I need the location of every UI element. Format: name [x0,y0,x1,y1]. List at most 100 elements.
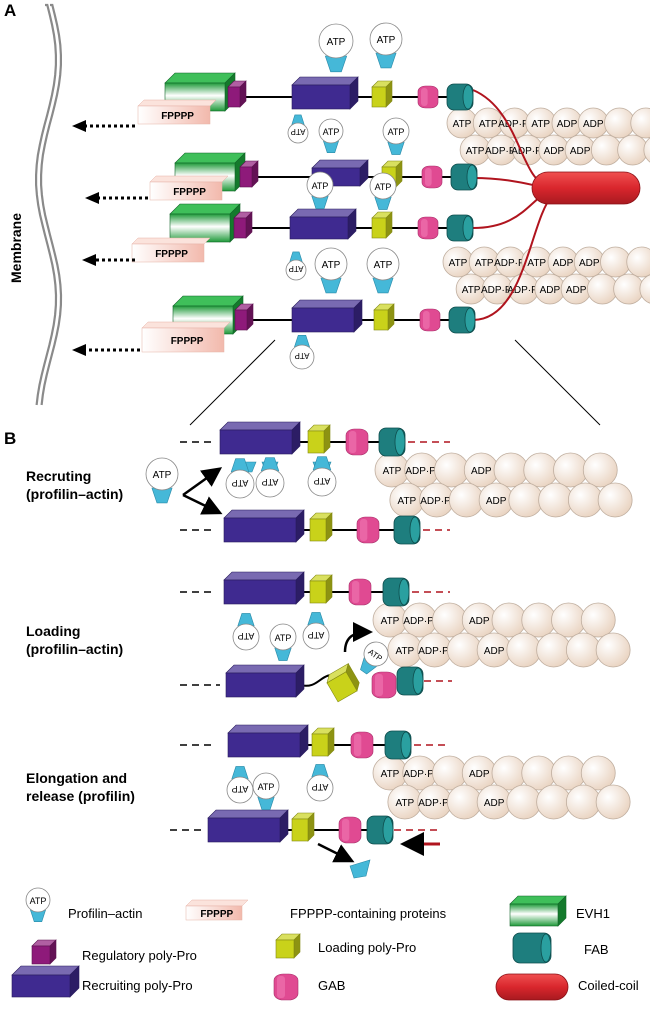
filament-a1-top-3: ATP [525,107,557,139]
pa-atp-4: ATP [318,118,344,154]
pb2-atp-loading: ATP [360,641,389,675]
pa-atp-3: ATP [287,114,309,144]
row-a3-gab [417,216,439,240]
actin-subunit-label: ADP [486,496,507,507]
b2-bottom-fab [396,666,424,696]
atp-label: ATP [312,181,329,191]
stage-recruiting-line1: Recruting [26,468,91,484]
row-a3-dotted-arrow [82,254,135,266]
legend-loading-icon [275,933,301,959]
b2-bottom-recruiting-polypro [225,664,305,698]
atp-label: ATP [322,260,341,271]
actin-subunit-label: ADP [540,285,561,296]
filament-a1-bottom-4: ADP [564,134,596,166]
zoom-line-left [189,339,276,426]
filament-a2-bottom-6 [613,273,645,305]
filament-b2-bottom-5 [536,632,572,668]
b2-top-recruiting-polypro [223,571,305,605]
b2-bottom-loading-box [326,662,360,703]
filament-a1-bottom-3: ADP [538,134,570,166]
actin-subunit-label: ADP [570,146,591,157]
row-a4-recruiting-polypro [291,299,363,333]
b3-bottom-fab [366,815,394,845]
b3-released-profilin [349,859,371,879]
atp-label: ATP [258,782,275,792]
legend-profilin-actin-icon: ATP [25,887,51,923]
b2-top-fab [382,577,410,607]
filament-a1-top-7 [630,107,650,139]
atp-label: ATP [375,182,392,192]
row-a2-fpppp: FPPPP [149,175,229,201]
filament-b3-top-1: ADP·Pi [402,755,438,791]
row-a2-regulatory-polypro [239,160,259,188]
b3-top-fab [384,730,412,760]
fpppp-label: FPPPP [155,249,188,260]
atp-label: ATP [232,478,249,488]
legend-fab-icon [512,932,552,964]
atp-label: ATP [289,264,304,273]
b1-top-loading-polypro [307,424,331,454]
b1-top-gab [345,428,369,456]
actin-subunit-label: ADP [544,146,565,157]
b3-top-gab [350,731,374,759]
pa-atp-9: ATP [314,247,348,294]
legend-label-fab: FAB [584,942,609,957]
b1-arrow-up [182,467,223,497]
atp-label: ATP [275,633,292,643]
filament-b1-top-4 [493,452,529,488]
atp-label: ATP [30,896,47,906]
filament-b2-top-6 [551,602,586,638]
row-a4-loading-polypro [373,303,395,331]
row-a1-fpppp: FPPPP [137,99,217,125]
fpppp-label: FPPPP [171,336,204,347]
pb1-atp-3: ATP [307,456,337,497]
filament-b2-top-0: ATP [372,602,408,638]
filament-b3-top-3: ADP [461,755,497,791]
filament-a1-bottom-7 [643,137,650,163]
atp-label: ATP [374,260,393,271]
actin-subunit-label: ADP [583,119,604,130]
b3-bottom-recruiting-polypro [207,809,289,843]
actin-subunit-label: ADP·Pi [498,119,531,130]
pa-atp-8: ATP [285,251,307,281]
filament-a1-top-0: ATP [446,107,478,139]
actin-subunit-label: ATP [466,146,485,157]
actin-subunit-label: ADP·Pi [481,285,514,296]
actin-subunit-label: ATP [531,119,550,130]
atp-label: ATP [232,784,249,794]
row-a4-fpppp: FPPPP [141,321,231,353]
legend-label-evh1: EVH1 [576,906,610,921]
filament-b1-bottom-3: ADP [478,482,514,518]
filament-b1-top-3: ADP [463,452,499,488]
filament-b1-bottom-6 [567,482,603,518]
actin-subunit-label: ATP [398,496,417,507]
actin-subunit-label: ADP·Pi [507,285,540,296]
b3-top-recruiting-polypro [227,724,309,758]
pa-atp-2: ATP [369,22,403,69]
fpppp-label: FPPPP [161,111,194,122]
b1-bottom-recruiting-polypro [223,509,305,543]
atp-label: ATP [308,630,325,640]
actin-subunit-label: ADP·Pi [420,496,453,507]
row-a3-fab [446,214,474,242]
pa-atp-10: ATP [366,247,400,294]
filament-b2-top-3: ADP [461,602,497,638]
b1-top-fab [378,427,406,457]
row-a1-fab [446,83,474,111]
filament-a2-top-6 [600,246,631,278]
pb1-atp-free: ATP [145,457,179,504]
filament-a2-bottom-3: ADP [534,273,566,305]
stage-elongation-line1: Elongation and [26,770,127,786]
row-a3-loading-polypro [371,211,393,239]
actin-subunit-label: ADP [553,258,574,269]
filament-b1-bottom-1: ADP·Pi [419,482,455,518]
coiled-coil [531,171,641,205]
filament-b3-bottom-0: ATP [387,784,423,820]
filament-b3-bottom-2 [446,784,482,820]
filament-b2-top-2 [432,602,467,638]
b3-bottom-loading-polypro [291,812,315,842]
stage-loading-line1: Loading [26,623,80,639]
filament-b1-top-6 [553,452,588,488]
pb3-atp-3: ATP [306,764,334,802]
